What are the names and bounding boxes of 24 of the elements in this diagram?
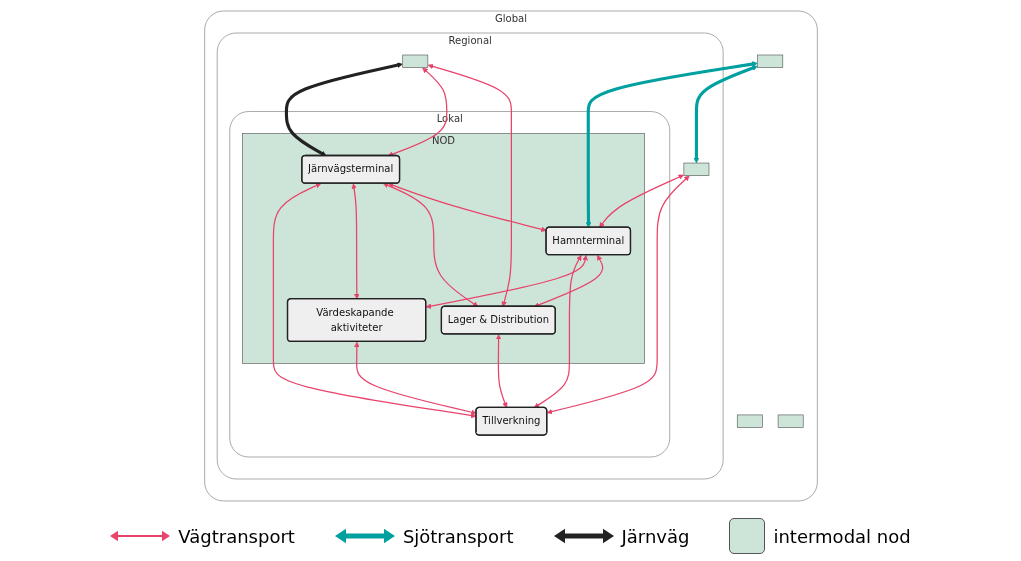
arrow	[272, 182, 477, 418]
node-box	[683, 162, 709, 176]
node-box	[736, 414, 763, 428]
arrow	[427, 63, 512, 307]
legend-text: Vägtransport	[178, 525, 295, 547]
legend-text: Järnväg	[621, 525, 690, 547]
arrow	[598, 174, 684, 228]
node-box	[777, 414, 804, 428]
legend-text: intermodal nod	[773, 525, 911, 547]
arrow	[546, 175, 690, 414]
arrow	[533, 254, 581, 408]
arrow	[495, 333, 507, 408]
arrow	[585, 60, 758, 228]
arrow	[533, 254, 603, 307]
arrow	[350, 182, 360, 299]
arrow	[387, 182, 547, 232]
legend-text: Sjötransport	[402, 525, 514, 547]
node-box	[756, 54, 783, 68]
node-box	[401, 54, 428, 68]
arrow	[382, 182, 478, 307]
arrow	[425, 254, 588, 309]
arrow	[387, 66, 447, 157]
arrow	[693, 64, 758, 163]
arrow	[284, 61, 403, 156]
